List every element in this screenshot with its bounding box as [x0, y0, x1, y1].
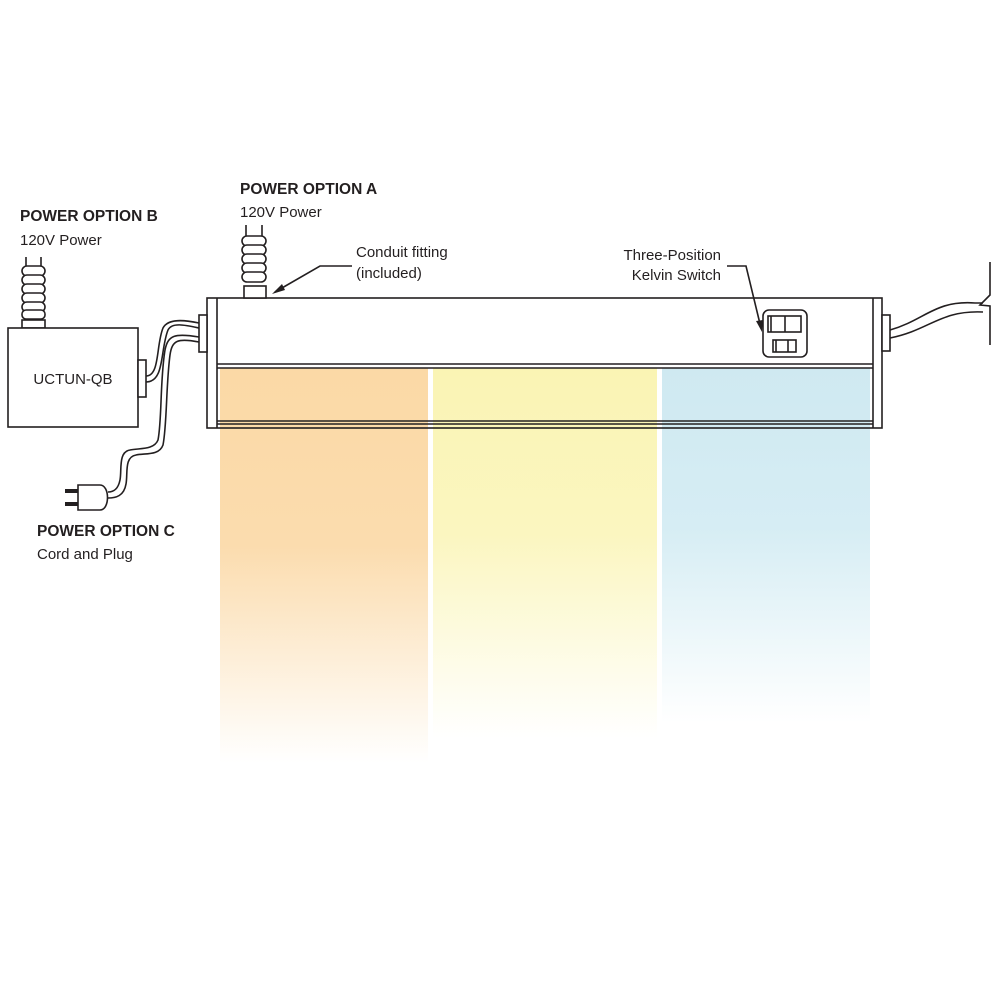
wiring	[107, 262, 991, 499]
conduit-label-line2: (included)	[356, 265, 422, 282]
light-fixture	[206, 297, 883, 429]
box-connector	[137, 359, 147, 398]
kelvin-switch	[762, 309, 808, 358]
box-label: UCTUN-QB	[33, 371, 112, 388]
switch-label-line1: Three-Position	[623, 247, 721, 264]
warm-light-beam	[220, 368, 428, 763]
conduit-label-line1: Conduit fitting	[356, 244, 448, 261]
option-b-title: POWER OPTION B	[20, 208, 158, 225]
option-c-subtitle: Cord and Plug	[37, 546, 133, 563]
neutral-light-beam	[433, 368, 657, 738]
conduit-leader-line	[274, 265, 352, 293]
option-c-title: POWER OPTION C	[37, 523, 175, 540]
plug-icon	[65, 484, 109, 511]
conduit-b-icon	[21, 257, 46, 329]
cool-light-beam	[662, 368, 870, 723]
option-a-title: POWER OPTION A	[240, 181, 377, 198]
conduit-a-icon	[241, 225, 267, 299]
option-a-subtitle: 120V Power	[240, 204, 322, 221]
uctun-qb-box	[7, 327, 139, 428]
switch-leader-line	[727, 265, 762, 329]
option-b-subtitle: 120V Power	[20, 232, 102, 249]
switch-label-line2: Kelvin Switch	[632, 267, 721, 284]
